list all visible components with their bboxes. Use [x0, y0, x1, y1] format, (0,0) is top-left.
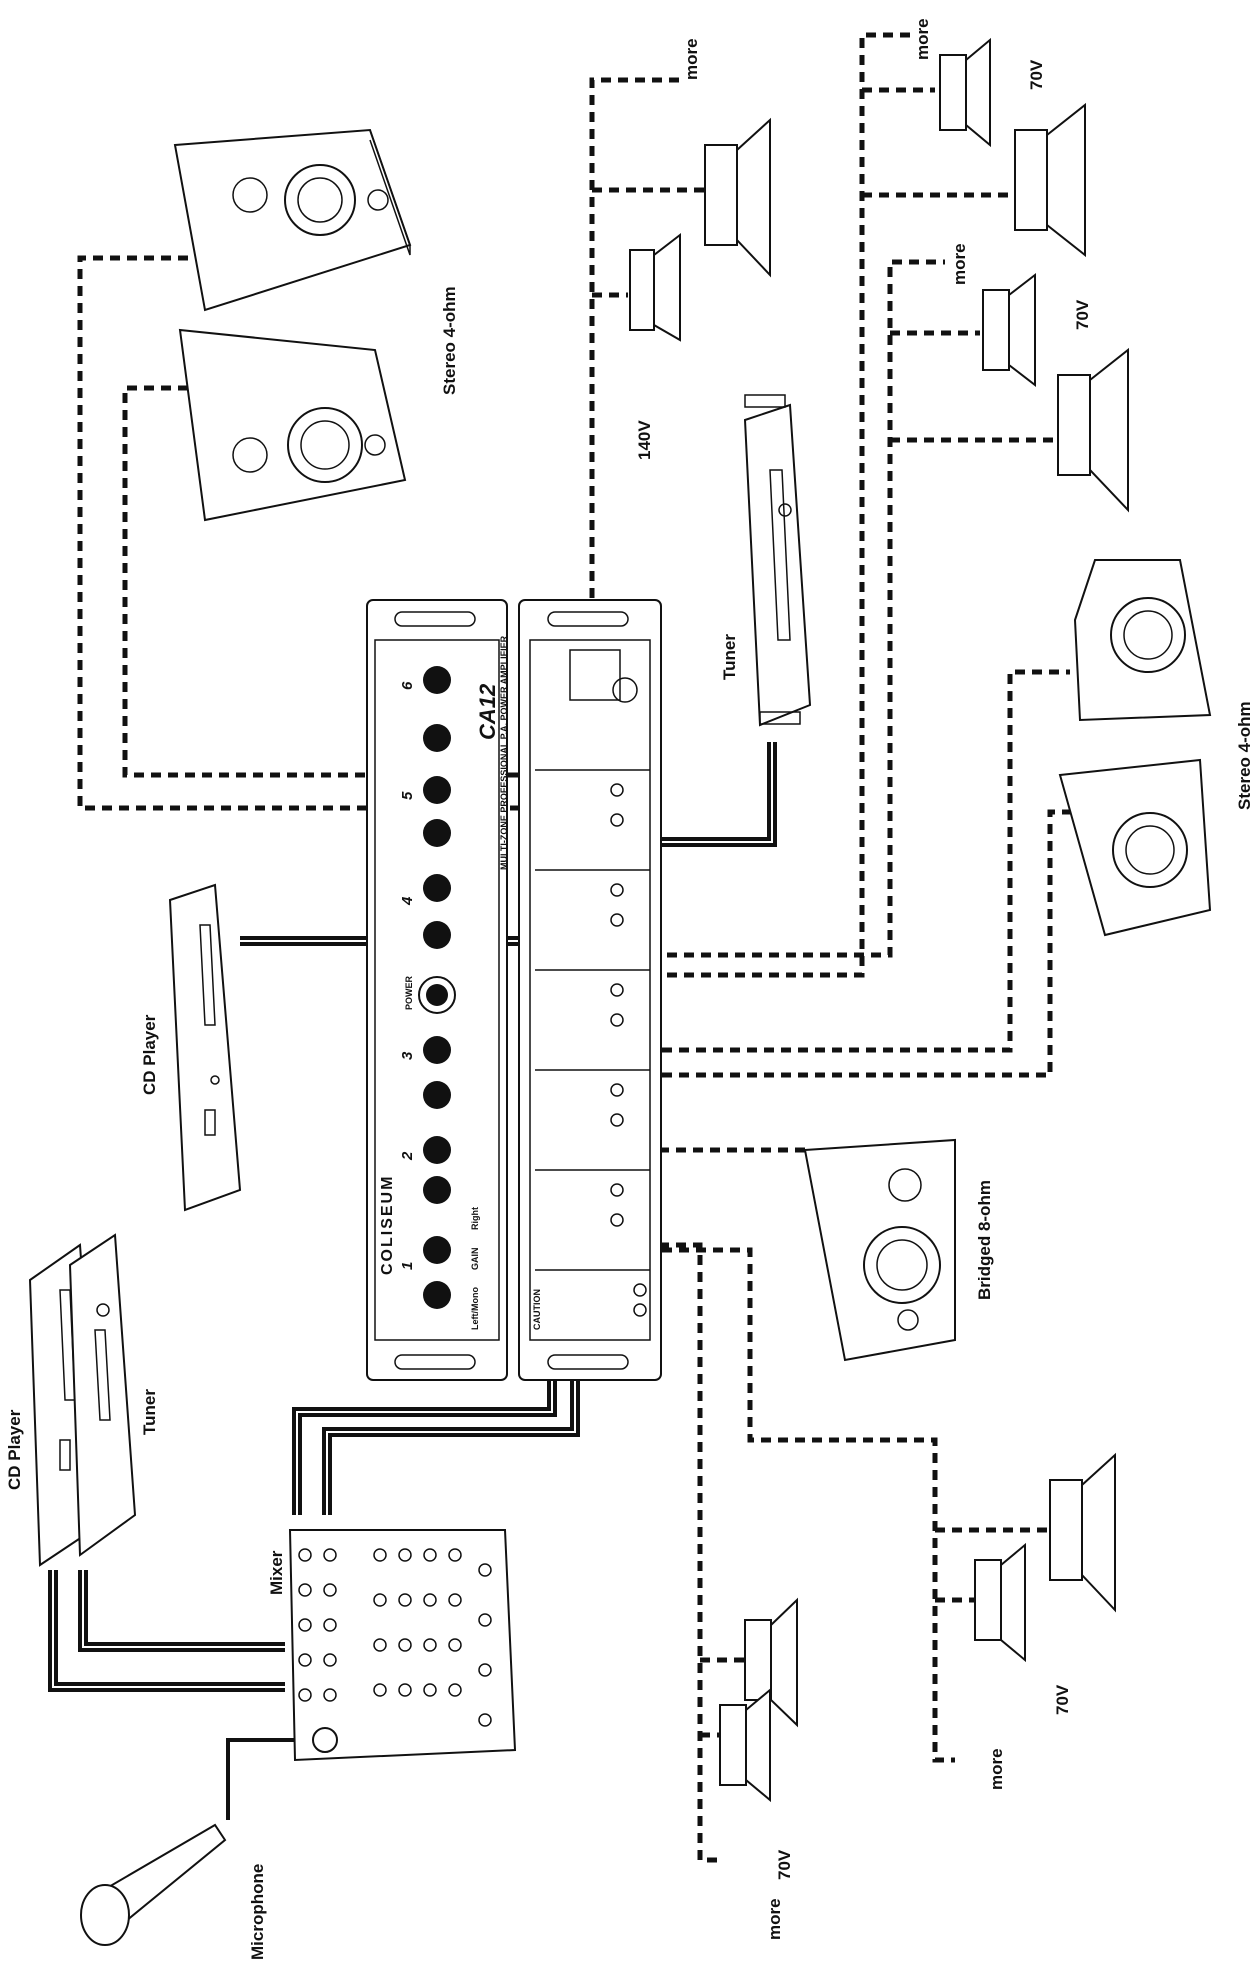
horn-speaker-70v-bottom-b — [719, 1687, 771, 1803]
label-more-bottom-left: more — [765, 1898, 784, 1940]
amp-subtitle: MULTI-ZONE PROFESSIONAL P.A. POWER AMPLI… — [499, 635, 509, 870]
tuner-bottom-device — [68, 1233, 137, 1557]
label-70v-top: 70V — [1027, 59, 1046, 90]
label-more-mid-right: more — [950, 243, 969, 285]
tuner-top-device — [743, 394, 812, 727]
zone-label-3: 3 — [399, 1051, 416, 1060]
caution-label: CAUTION — [532, 1289, 542, 1330]
horn-speaker-70v-d — [1057, 347, 1129, 513]
label-bridged-8ohm: Bridged 8-ohm — [975, 1180, 994, 1300]
power-knob[interactable] — [418, 976, 456, 1014]
zone-label-1: 1 — [399, 1262, 416, 1270]
stereo-speaker-right-upper — [1073, 559, 1212, 722]
stereo-speaker-top-lower — [178, 328, 407, 522]
horn-speaker-70v-b — [1014, 102, 1086, 258]
label-140v: 140V — [635, 420, 654, 460]
microphone-device — [80, 1823, 227, 1946]
label-mixer: Mixer — [267, 1550, 286, 1595]
label-more-bottom-right: more — [987, 1748, 1006, 1790]
label-70v-bottom-right: 70V — [1053, 1684, 1072, 1715]
stereo-speaker-right-lower — [1058, 758, 1212, 937]
model-name: CA12 — [475, 683, 500, 740]
zone-label-2: 2 — [399, 1151, 416, 1161]
horn-speaker-70v-bottom-c — [1049, 1452, 1116, 1613]
zone-label-5: 5 — [399, 791, 416, 800]
gain-knobs[interactable] — [423, 666, 451, 1309]
amplifier-rear-panel: CAUTION — [518, 599, 662, 1381]
label-70v-mid: 70V — [1073, 299, 1092, 330]
label-stereo-4ohm-top: Stereo 4-ohm — [440, 286, 459, 395]
brand-logo-text: COLISEUM — [379, 1175, 396, 1275]
stereo-speaker-top-upper — [173, 128, 412, 312]
horn-speaker-70v-bottom-d — [974, 1542, 1026, 1663]
label-more-top-center: more — [682, 38, 701, 80]
zone-number-labels: 1 2 3 4 5 6 — [399, 681, 416, 1270]
horn-speaker-140v-small — [629, 232, 681, 342]
label-stereo-4ohm-right: Stereo 4-ohm — [1235, 701, 1254, 810]
bridged-speaker — [803, 1138, 956, 1362]
amplifier-front-panel: POWER 1 2 3 4 5 6 Left/Mono GAIN Right C… — [366, 599, 509, 1381]
right-label: Right — [470, 1207, 480, 1230]
cd-player-left-device — [168, 883, 242, 1212]
gain-label: GAIN — [470, 1248, 480, 1271]
label-tuner-top: Tuner — [720, 634, 739, 680]
label-microphone: Microphone — [248, 1864, 267, 1960]
left-mono-label: Left/Mono — [470, 1287, 480, 1330]
rear-input-jacks[interactable] — [610, 783, 647, 1317]
label-tuner-bottom: Tuner — [140, 1389, 159, 1435]
power-label: POWER — [404, 975, 414, 1010]
zone-label-4: 4 — [399, 896, 416, 906]
horn-speaker-140v-large — [704, 117, 771, 278]
label-cd-player-bottom: CD Player — [5, 1409, 24, 1490]
horn-speaker-70v-bottom-a — [744, 1597, 798, 1728]
label-cd-player-left: CD Player — [140, 1014, 159, 1095]
label-more-top-right: more — [913, 18, 932, 60]
mixer-device — [288, 1529, 517, 1762]
horn-speaker-70v-a — [939, 37, 991, 148]
horn-speaker-70v-c — [982, 272, 1036, 388]
zone-label-6: 6 — [399, 681, 416, 690]
mixer-jacks[interactable] — [298, 1548, 492, 1753]
label-70v-bottom-left: 70V — [775, 1849, 794, 1880]
